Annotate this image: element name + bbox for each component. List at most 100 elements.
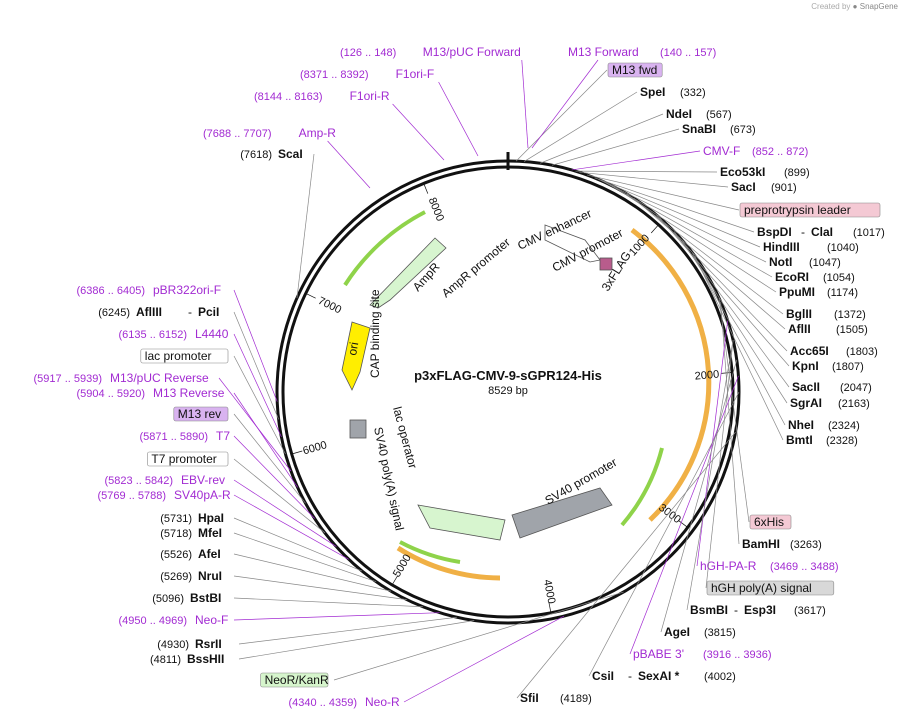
site-sep: - [628, 669, 632, 683]
site-leader [682, 240, 788, 404]
site-name: SgrAI [790, 396, 822, 410]
credit-prefix: Created by [811, 2, 851, 11]
ring-tick [678, 520, 688, 528]
primer-pos: (6135 .. 6152) [119, 329, 188, 341]
site-name: lac promoter [145, 349, 212, 363]
site-leader [720, 301, 740, 545]
primer-name: CMV-F [703, 144, 740, 158]
primer-pos: (5904 .. 5920) [77, 388, 146, 400]
primer-pos: (4340 .. 4359) [289, 697, 358, 709]
site-name: SfiI [520, 691, 539, 705]
site-sep: - [801, 225, 805, 239]
site-leader [656, 214, 788, 352]
site-name-2: PciI [198, 305, 219, 319]
feature-label: CAP binding site [368, 289, 382, 378]
site-name: RsrII [195, 637, 222, 651]
site-name: NotI [769, 255, 792, 269]
site-leader [626, 193, 784, 315]
site-name: NruI [198, 569, 222, 583]
feature-box [140, 348, 229, 364]
site-name: HindIII [763, 240, 800, 254]
site-name: Acc65I [790, 344, 829, 358]
primer-pos: (852 .. 872) [752, 146, 808, 158]
ring-tick-label: 6000 [301, 439, 328, 457]
primer-pos: (8371 .. 8392) [300, 69, 369, 81]
ori-arrow [341, 321, 371, 391]
site-pos: (1807) [832, 361, 864, 373]
primer-name: F1ori-R [350, 89, 390, 103]
feature-box [739, 202, 881, 218]
site-pos: (3263) [790, 539, 822, 551]
plasmid-length: 8529 bp [488, 385, 528, 397]
primer-name: pBABE 3' [633, 647, 684, 661]
site-name: NheI [788, 418, 814, 432]
site-pos: (4811) [150, 654, 181, 666]
ring-tick-label: 7000 [316, 295, 343, 317]
primer-name: T7 [216, 429, 230, 443]
site-pos: (1054) [823, 272, 855, 284]
feature-arc-green-1 [343, 210, 426, 287]
primer-leader [327, 140, 371, 189]
primer-pos: (8144 .. 8163) [254, 91, 323, 103]
site-leader [516, 431, 736, 699]
site-name: PpuMI [779, 285, 815, 299]
lac-operator-mark [349, 419, 367, 439]
site-leader [296, 153, 315, 299]
primer-leader [531, 59, 599, 149]
site-pos: (332) [680, 87, 706, 99]
site-name: AflIII [136, 305, 162, 319]
site-pos: (5731) [160, 513, 192, 525]
site-name: AgeI [664, 625, 690, 639]
ring-tick-label: 2000 [694, 369, 719, 383]
site-pos: (2324) [828, 420, 860, 432]
primer-name: Neo-R [365, 695, 400, 709]
feature-box [260, 672, 329, 688]
site-name: BsmBI [690, 603, 728, 617]
site-leader [403, 615, 565, 703]
site-leader [586, 174, 740, 211]
snapgene-logo-icon: ● [852, 2, 858, 11]
site-pos: (1017) [853, 227, 885, 239]
credit-app: SnapGene [859, 2, 898, 11]
feature-box [173, 406, 229, 422]
site-name: BmtI [786, 433, 813, 447]
site-pos: (899) [784, 167, 810, 179]
snapgene-credit: Created by ● SnapGene [811, 2, 898, 11]
site-name: 6xHis [754, 515, 784, 529]
site-leader [333, 591, 624, 681]
site-name: AflII [788, 322, 811, 336]
plasmid-name: p3xFLAG-CMV-9-sGPR124-His [414, 368, 602, 383]
site-name: AfeI [198, 547, 221, 561]
site-leader [659, 217, 790, 367]
primer-name: hGH-PA-R [700, 559, 757, 573]
site-leader [629, 375, 739, 655]
cmv-arrow [544, 224, 601, 263]
site-name: NdeI [666, 107, 692, 121]
site-leader [633, 198, 786, 330]
site-pos: (7618) [240, 149, 272, 161]
site-pos: (1803) [846, 346, 878, 358]
site-pos: (4002) [704, 671, 736, 683]
primer-name: Neo-F [195, 613, 228, 627]
primer-name: SV40pA-R [174, 488, 231, 502]
site-name: M13 rev [178, 407, 221, 421]
feature-label: lac operator [390, 405, 420, 470]
feature-arc-orange-2 [396, 545, 501, 581]
site-leader [601, 180, 767, 263]
ring-tick [292, 450, 303, 455]
site-leader [233, 289, 278, 402]
site-pos: (5526) [160, 549, 192, 561]
primer-name: F1ori-F [396, 67, 435, 81]
ring-tick [306, 293, 316, 299]
site-name: preprotrypsin leader [744, 203, 851, 217]
site-leader [233, 612, 440, 621]
primer-name: L4440 [195, 327, 229, 341]
primer-leader [521, 59, 529, 149]
site-name: KpnI [792, 359, 819, 373]
site-pos: (1174) [827, 287, 858, 299]
ring-tick [423, 184, 429, 194]
ring-tick [650, 225, 659, 234]
primer-pos: (4950 .. 4969) [119, 615, 188, 627]
site-leader [523, 91, 638, 162]
